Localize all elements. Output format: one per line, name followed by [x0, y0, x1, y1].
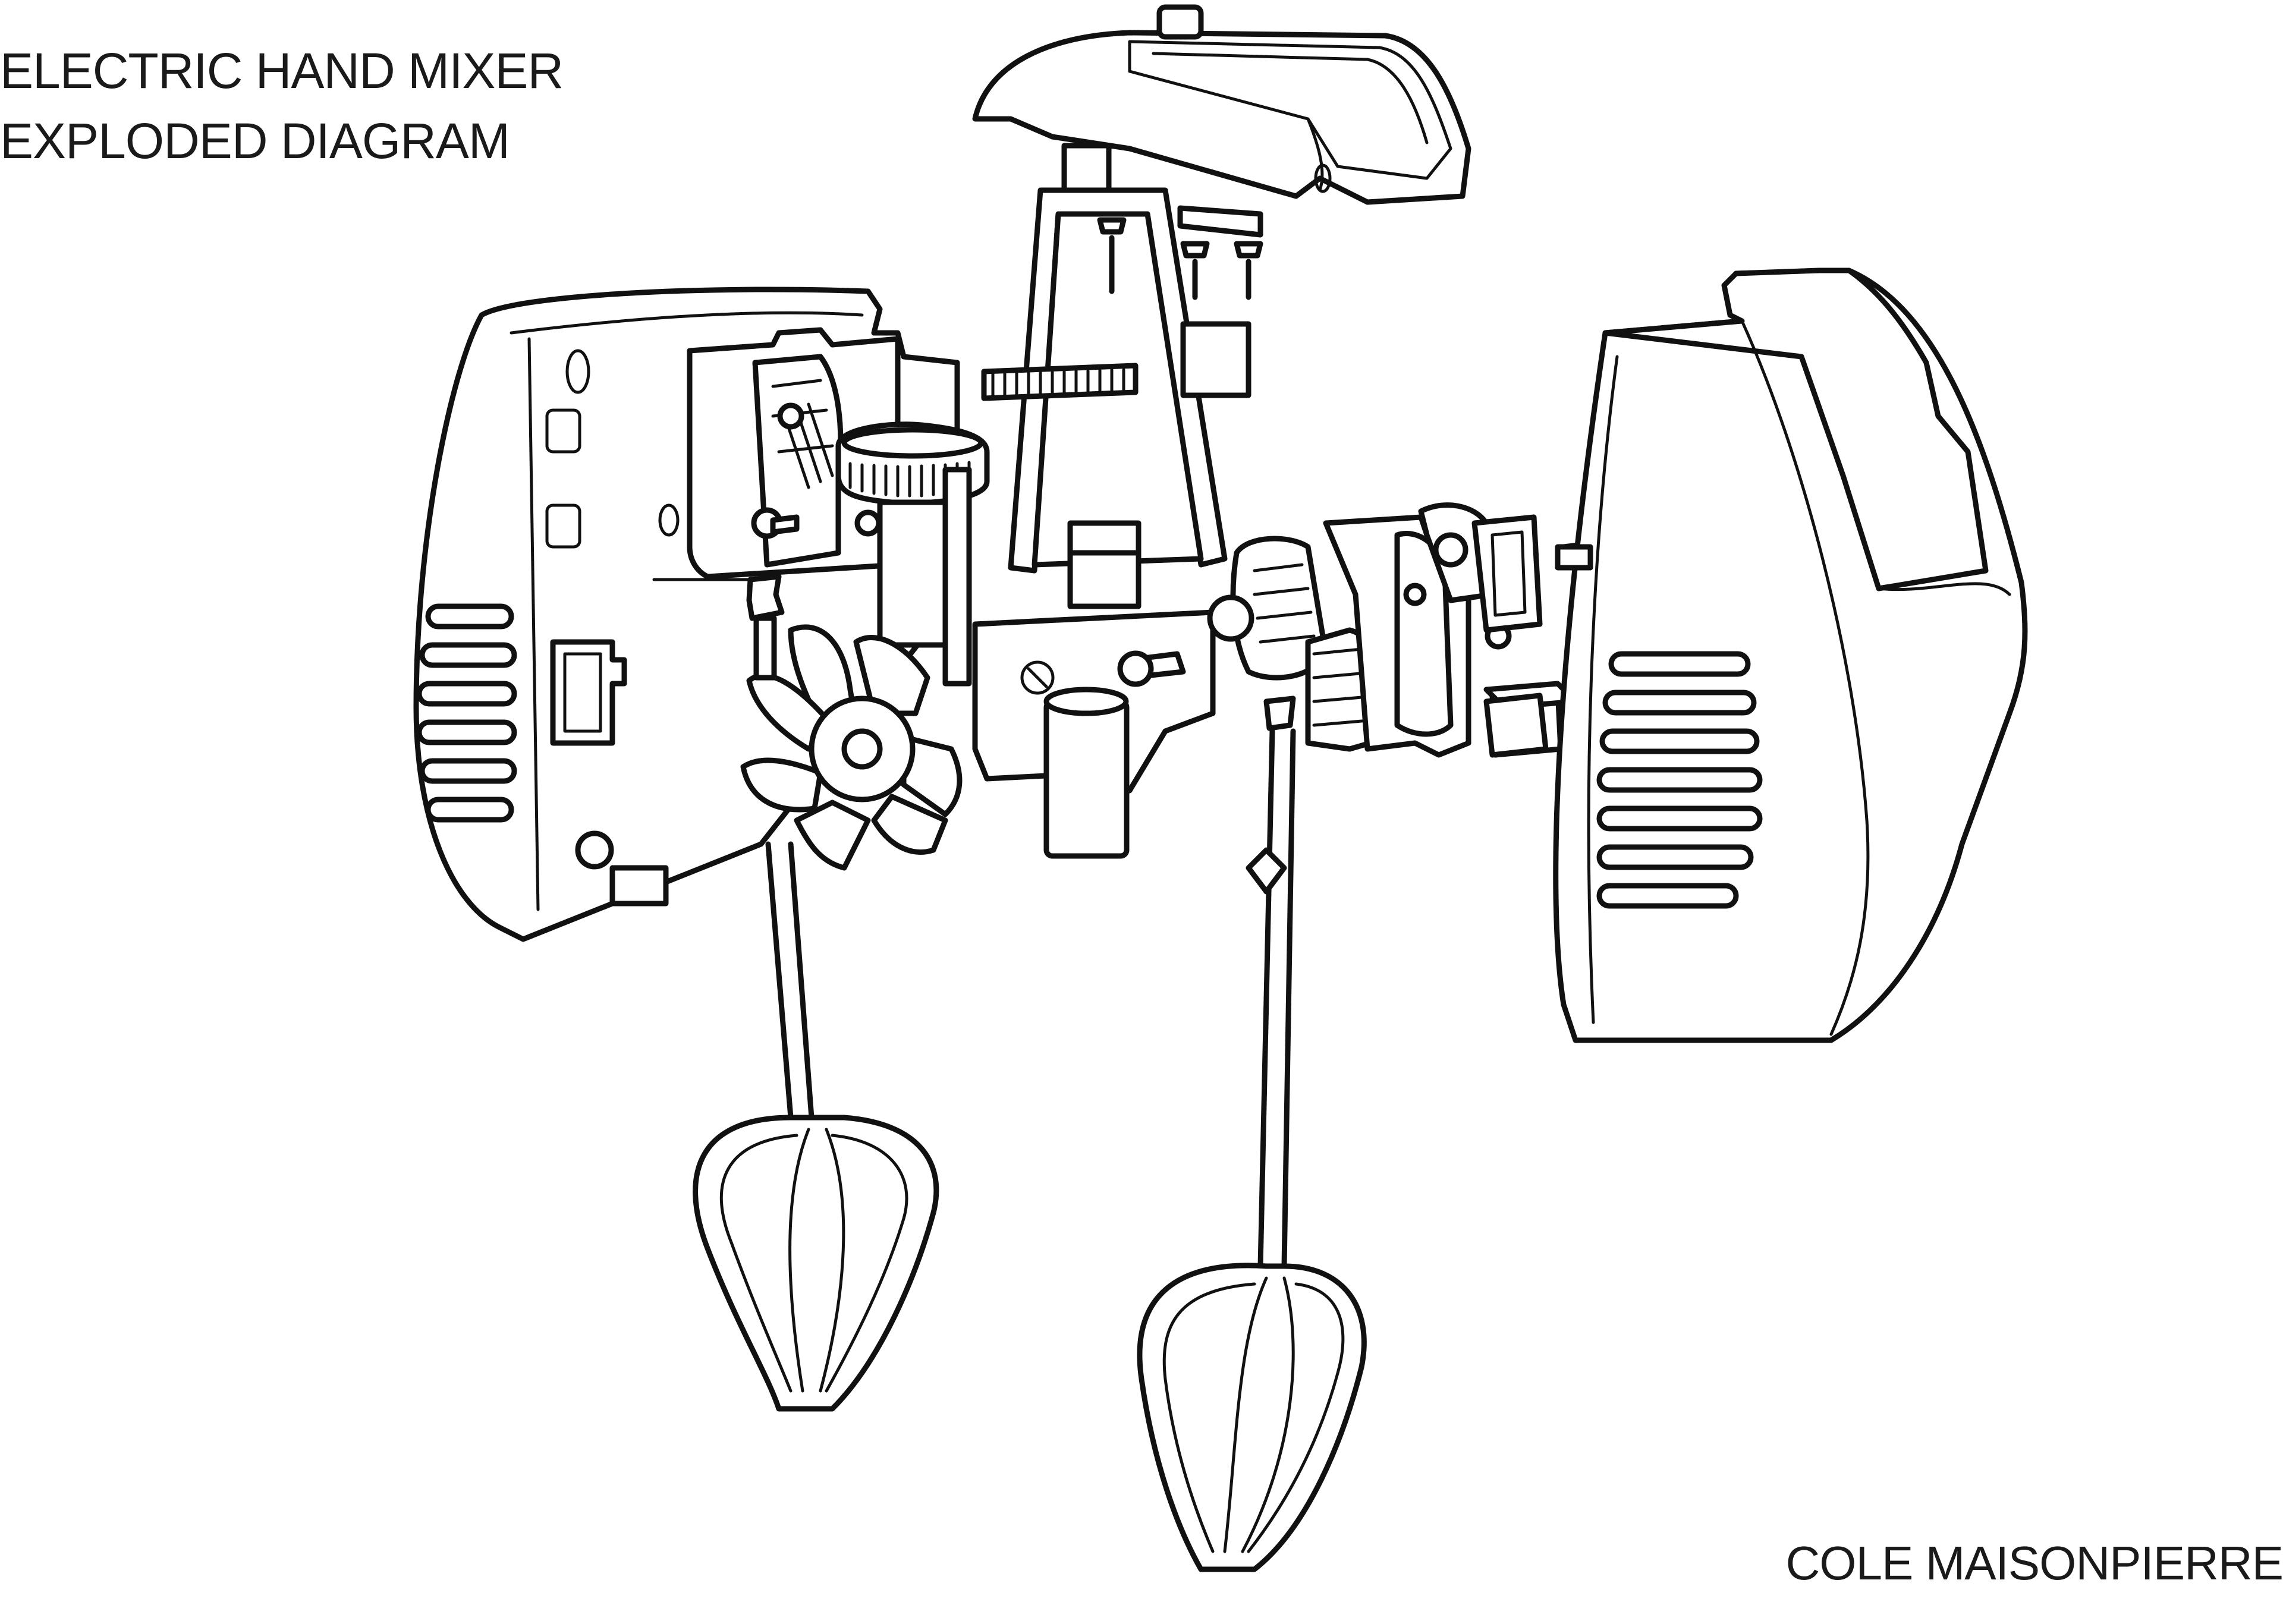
bushing-cube-part: [1483, 693, 1549, 758]
top-screws: [1097, 217, 1263, 300]
top-handle-part: [972, 4, 1471, 205]
right-vent-slots: [1596, 651, 1763, 909]
right-beater-part: [1137, 695, 1367, 1572]
motor-field-part: [1323, 502, 1590, 758]
left-vent-slots: [416, 603, 517, 823]
artist-credit: COLE MAISONPIERRE: [1785, 1537, 2283, 1590]
right-housing-part: [1553, 267, 2028, 1043]
left-beater-part: [693, 574, 939, 1412]
motor-frame-part: [972, 143, 1263, 859]
cooling-fan-part: [740, 624, 963, 871]
title-line-1: ELECTRIC HAND MIXER: [0, 43, 564, 99]
center-gear-part: [835, 421, 990, 687]
title-line-2: EXPLODED DIAGRAM: [0, 113, 510, 169]
diagram-title: ELECTRIC HAND MIXER EXPLODED DIAGRAM: [0, 36, 564, 176]
switch-assembly-part: [652, 327, 901, 581]
